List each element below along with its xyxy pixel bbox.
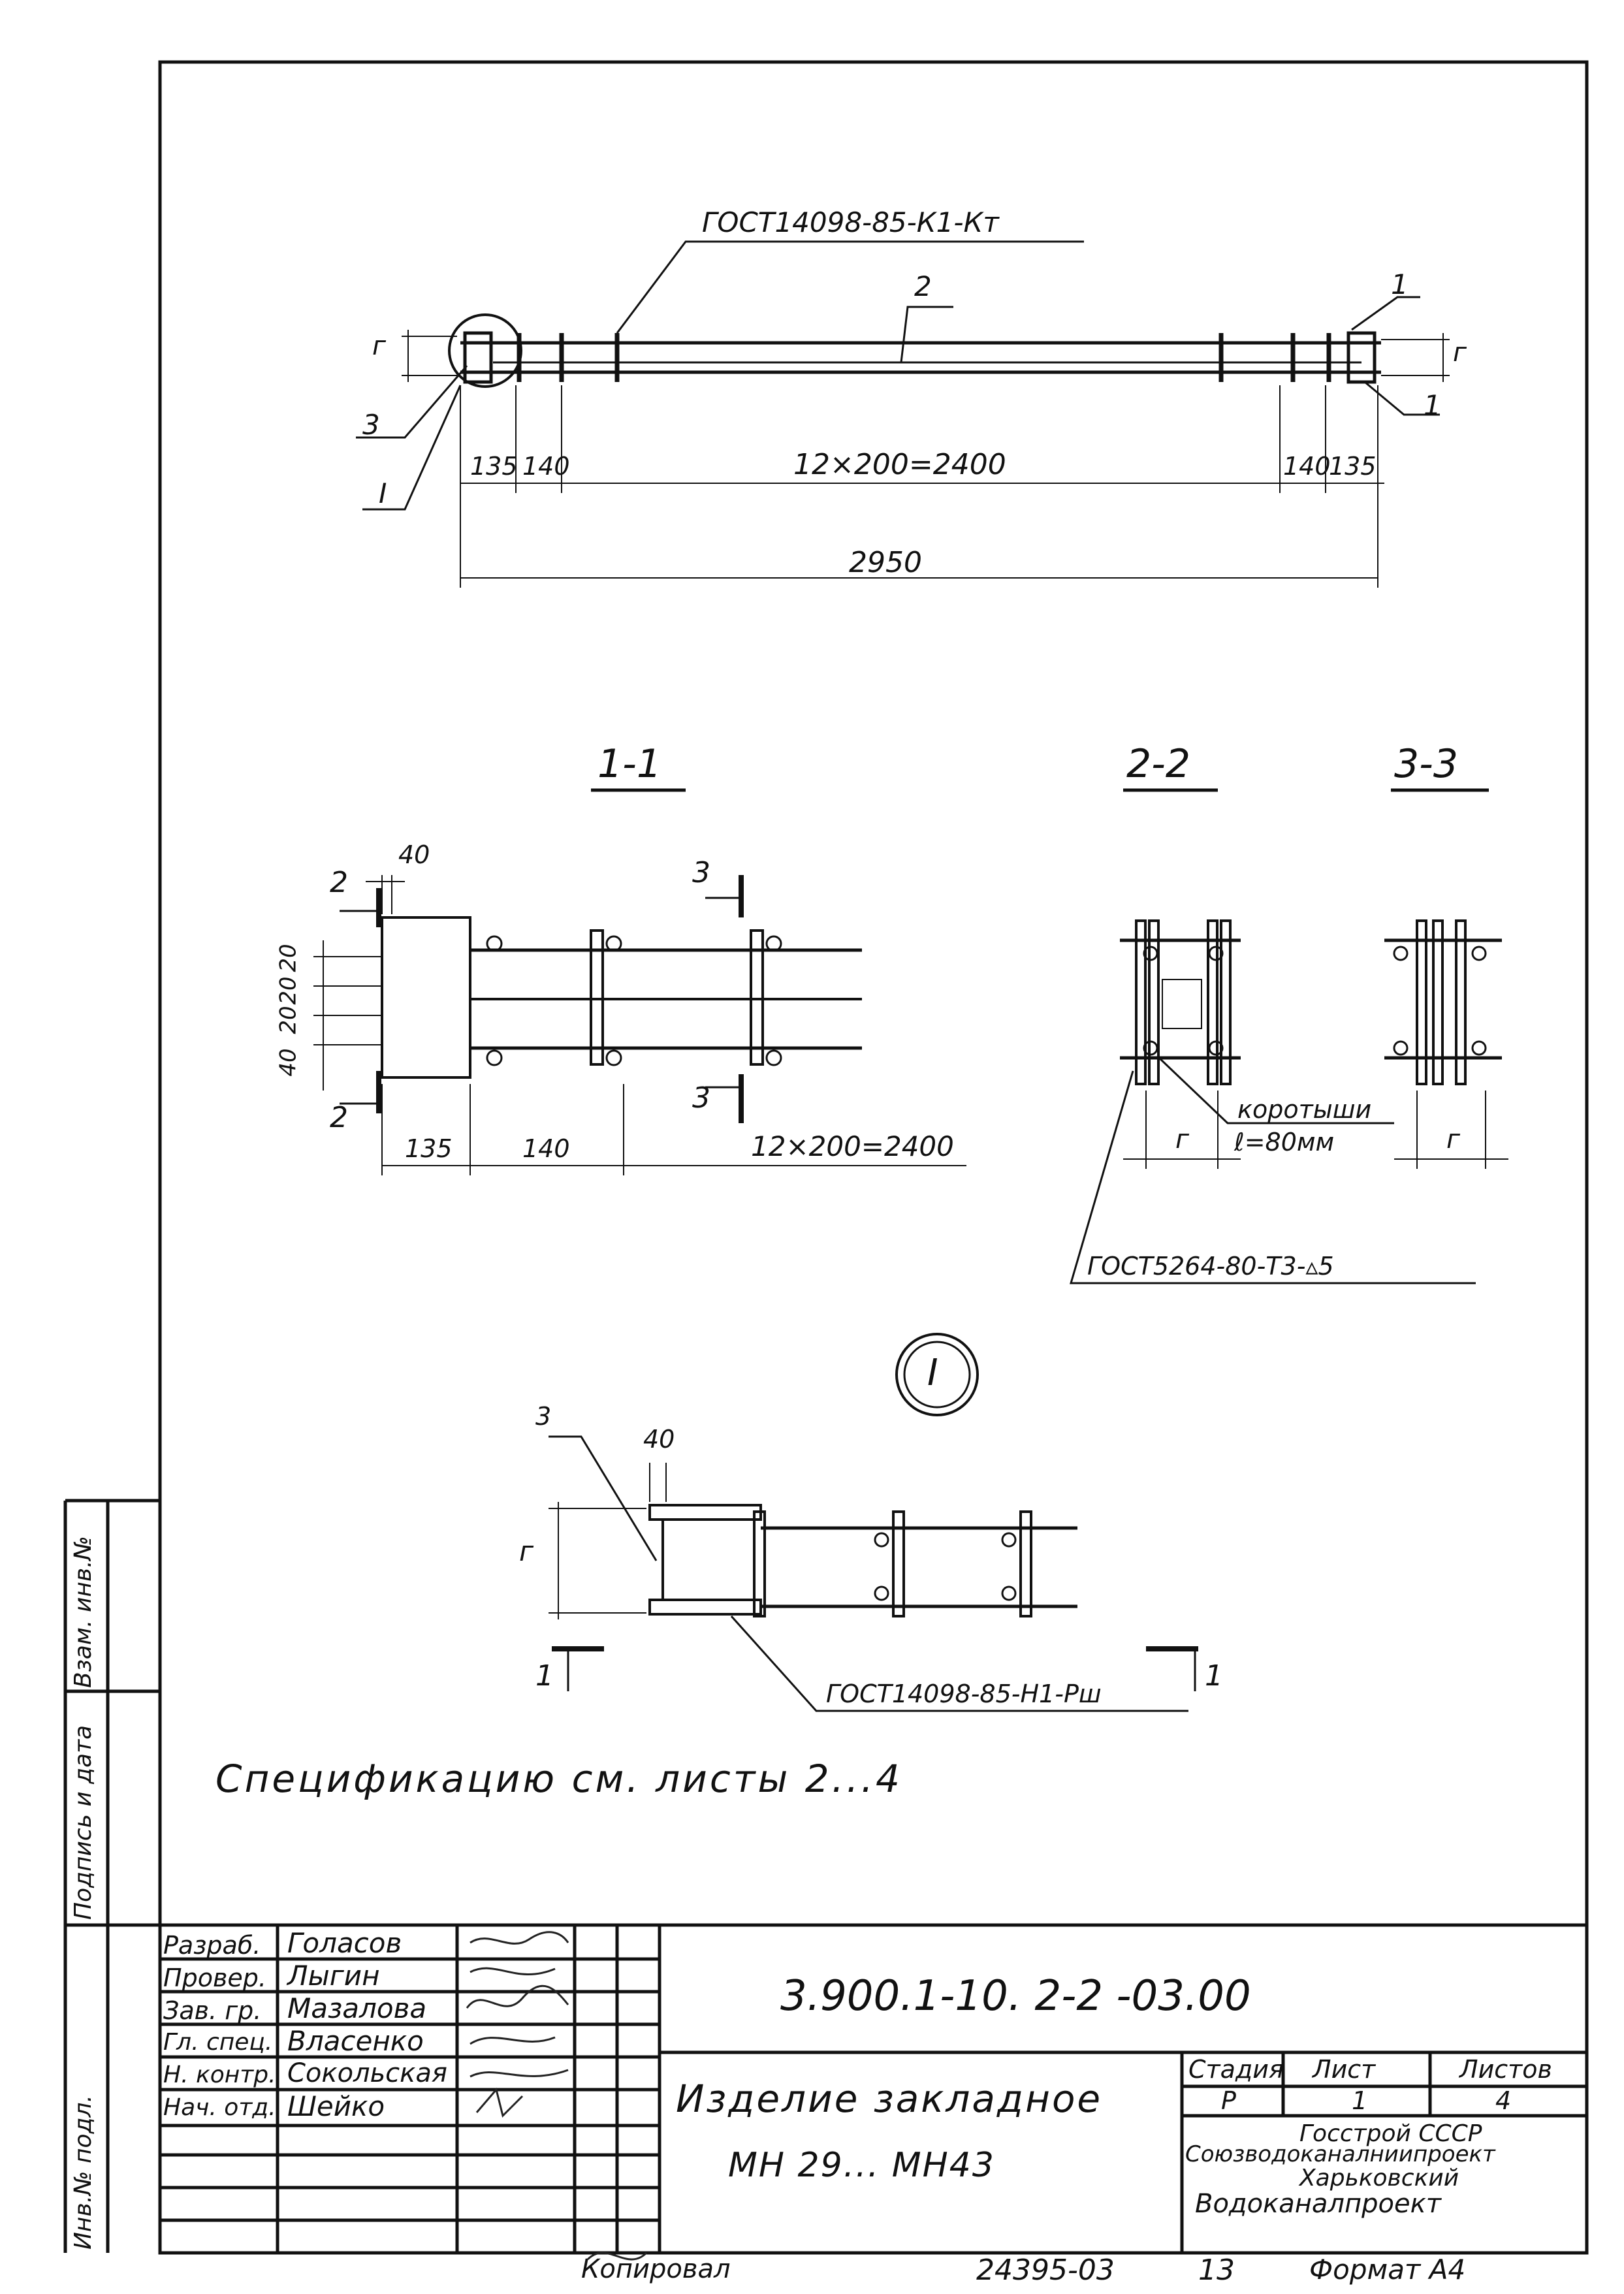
gost-weld-label: ГОСТ5264-80-Т3-▵5: [1087, 1252, 1334, 1281]
section-dim-span: 12×200=2400: [751, 1130, 954, 1162]
dim-135-right: 135: [1329, 452, 1377, 481]
section-dim-20-b: 20: [275, 976, 302, 1005]
org-line-4: Водоканалпроект: [1195, 2189, 1442, 2219]
section-mark-3-bottom: 3: [692, 1081, 710, 1115]
side-stamp-vzam-inv: Взам. инв.№: [70, 1536, 97, 1688]
dim-total-label: 2950: [849, 546, 922, 579]
dim-140-left: 140: [522, 452, 570, 481]
dim-140-right: 140: [1283, 452, 1331, 481]
sheet-header: Лист: [1313, 2055, 1376, 2084]
detail-cut-mark-left: 1: [535, 1659, 554, 1693]
section-mark-2-top: 2: [330, 866, 348, 899]
name-sheiko: Шейко: [287, 2090, 385, 2122]
detail-dim-g: г: [519, 1535, 534, 1567]
gost-top-label: ГОСТ14098-85-К1-Кт: [702, 206, 999, 238]
detail-position-3: 3: [535, 1402, 552, 1431]
footer-copied: Копировал: [581, 2254, 731, 2284]
footer-page: 13: [1198, 2254, 1235, 2287]
dim-span-label: 12×200=2400: [793, 448, 1006, 481]
detail-callout-label: I: [379, 477, 387, 509]
side-stamp-signature-date: Подпись и дата: [70, 1725, 97, 1920]
footer-format: Формат А4: [1309, 2254, 1466, 2286]
name-mazalova: Мазалова: [287, 1992, 427, 2024]
section-mark-3-top: 3: [692, 856, 710, 889]
signatures: [466, 1931, 648, 2261]
section-1-1-title: 1-1: [597, 741, 661, 787]
section-dim-20-c: 20: [275, 1006, 302, 1034]
title-line-1: Изделие закладное: [676, 2077, 1103, 2121]
spec-note: Спецификацию см. листы 2...4: [215, 1757, 902, 1801]
name-vlasenko: Власенко: [287, 2025, 424, 2057]
section-mark-2-bottom: 2: [330, 1101, 348, 1134]
section-dim-40: 40: [398, 840, 430, 869]
designation: 3.900.1-10. 2-2 -03.00: [780, 1972, 1251, 2020]
role-zav-gr: Зав. гр.: [163, 1996, 262, 2025]
footer-number: 24395-03: [976, 2254, 1115, 2287]
role-prover: Провер.: [163, 1964, 266, 1992]
note-length: ℓ=80мм: [1234, 1128, 1335, 1156]
section-dim-135: 135: [405, 1134, 453, 1163]
dim-135-left: 135: [470, 452, 518, 481]
detail-dim-40: 40: [643, 1425, 675, 1454]
section-3-3-dim-g: г: [1446, 1124, 1461, 1155]
role-n-kontr: Н. контр.: [163, 2062, 276, 2088]
note-korotyshi: коротыши: [1237, 1095, 1372, 1124]
detail-mark: I: [927, 1352, 938, 1394]
sheet-value: 1: [1352, 2086, 1368, 2115]
section-dim-140: 140: [522, 1134, 570, 1163]
org-line-1: Госстрой СССР: [1299, 2120, 1482, 2147]
org-line-3: Харьковский: [1299, 2165, 1459, 2191]
gost-bottom-label: ГОСТ14098-85-Н1-Рш: [826, 1680, 1102, 1708]
role-gl-spec: Гл. спец.: [163, 2029, 273, 2056]
section-dim-20-a: 20: [275, 944, 302, 972]
name-golasov: Голасов: [287, 1927, 402, 1959]
title-line-2: МН 29... МН43: [728, 2146, 995, 2185]
name-lygin: Лыгин: [287, 1960, 380, 1992]
section-dim-40-left: 40: [275, 1048, 302, 1077]
detail-cut-mark-right: 1: [1205, 1659, 1223, 1693]
org-line-2: Союзводоканалниипроект: [1185, 2141, 1495, 2167]
sheets-header: Листов: [1459, 2055, 1552, 2084]
section-3-3-title: 3-3: [1394, 741, 1458, 787]
stage-value: Р: [1221, 2086, 1236, 2115]
position-2-label: 2: [914, 270, 932, 302]
position-1-bottom-label: 1: [1424, 389, 1441, 421]
section-2-2-title: 2-2: [1126, 741, 1190, 787]
role-nach-otd: Нач. отд.: [163, 2094, 276, 2121]
sheets-value: 4: [1495, 2086, 1512, 2115]
role-razrab: Разраб.: [163, 1931, 261, 1960]
section-2-2-dim-g: г: [1175, 1124, 1190, 1155]
stage-header: Стадия: [1188, 2055, 1284, 2084]
dim-g-left: г: [372, 331, 387, 361]
position-1-top-label: 1: [1391, 268, 1409, 300]
side-stamp-inv-podl: Инв.№ подл.: [70, 2095, 97, 2250]
name-sokolskaya: Сокольская: [287, 2058, 447, 2088]
dim-g-right: г: [1453, 338, 1467, 368]
position-3-label: 3: [362, 409, 380, 441]
